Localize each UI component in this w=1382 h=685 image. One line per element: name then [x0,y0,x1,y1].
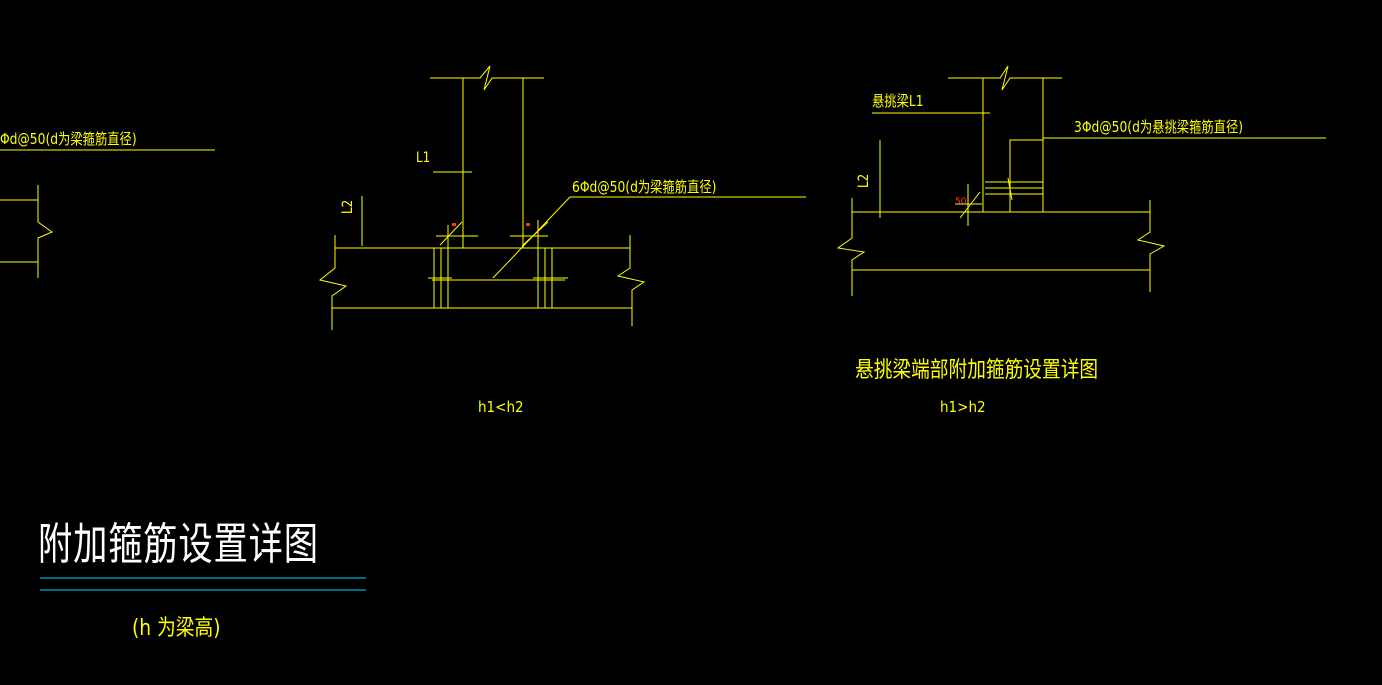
detail-a-caption: h1<h2 [478,398,524,416]
note-leader [492,196,806,279]
cantilever-end [1009,139,1043,212]
top-break-line [430,65,544,91]
detail-b-dim-value: 50 [955,197,967,207]
drawing-title: 附加箍筋设置详图 [38,519,319,570]
left-break-line [836,198,866,296]
detail-b-beam-label: 悬挑梁L1 [872,92,924,110]
right-break-line [616,235,646,326]
detail-a-note: 6Φd@50(d为梁箍筋直径) [572,178,717,196]
detail-b-note: 3Φd@50(d为悬挑梁箍筋直径) [1074,118,1244,136]
dim-slash [439,221,463,246]
left-partial-detail [0,149,215,278]
drawing-subtitle: (h 为梁高) [132,616,221,641]
detail-b-title: 悬挑梁端部附加箍筋设置详图 [855,358,1099,383]
left-partial-note: Φd@50(d为梁箍筋直径) [0,130,137,148]
dim-mark [526,223,530,226]
break-line [0,185,54,278]
top-break-line [948,65,1062,91]
detail-b-l2-label: L2 [856,173,872,188]
detail-a-drawing [318,65,806,330]
dim-slash [959,191,981,219]
detail-b-drawing [836,65,1326,296]
dim-mark [452,223,456,226]
detail-b-caption: h1>h2 [940,398,986,416]
left-break-line [318,235,348,330]
detail-a-l2-label: L2 [340,199,356,214]
right-break-line [1136,200,1166,292]
stirrup-tick [1007,177,1013,201]
detail-a-l1-label: L1 [416,150,431,166]
